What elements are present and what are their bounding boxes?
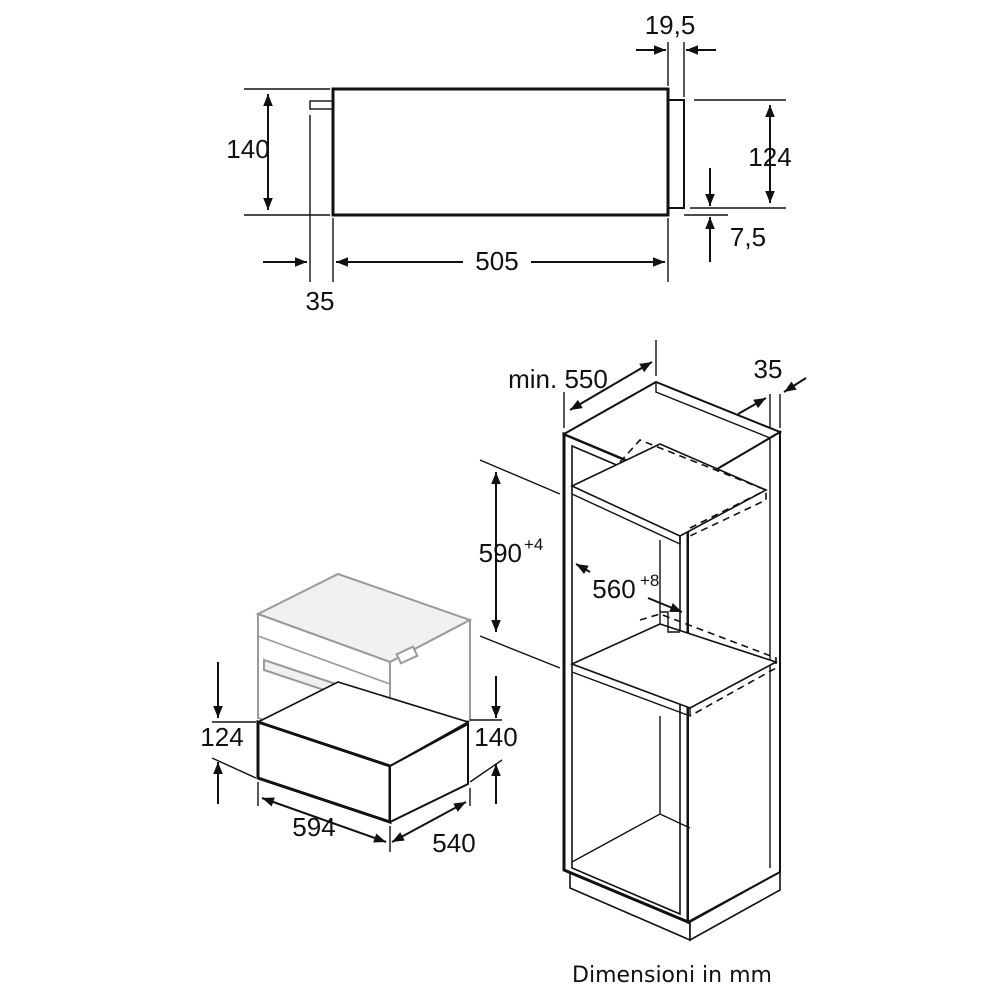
dim-niche-width-tol: +8: [640, 571, 659, 590]
dim-drawer-width: 594: [292, 812, 335, 842]
tall-cabinet-iso: min. 550 35 590 +4 560 +8: [479, 340, 807, 942]
drawer-side-body: [331, 87, 670, 217]
drawer-handle-stub: [309, 100, 334, 110]
dim-drawer-front-height: 124: [200, 722, 243, 752]
dim-min-depth: min. 550: [508, 364, 608, 394]
dim-depth-505: 505: [475, 246, 518, 276]
dim-side-offset: 35: [754, 354, 783, 384]
dim-niche-height-tol: +4: [524, 535, 543, 554]
side-view: 140 19,5 124 7,5 505 35: [226, 10, 791, 316]
warming-drawer-iso: 124 140 594 540: [200, 662, 518, 858]
units-caption: Dimensioni in mm: [572, 963, 772, 988]
dim-front-offset: 19,5: [645, 10, 696, 40]
drawer-front-step: [668, 99, 685, 209]
dim-height-total: 140: [226, 134, 269, 164]
dim-drawer-depth: 540: [432, 828, 475, 858]
dim-inner-height: 124: [748, 142, 791, 172]
dim-front-thickness: 35: [306, 286, 335, 316]
dim-niche-height: 590: [479, 538, 522, 568]
dim-drawer-body-height: 140: [474, 722, 517, 752]
dim-niche-width: 560: [592, 574, 635, 604]
dim-bottom-offset: 7,5: [730, 222, 766, 252]
